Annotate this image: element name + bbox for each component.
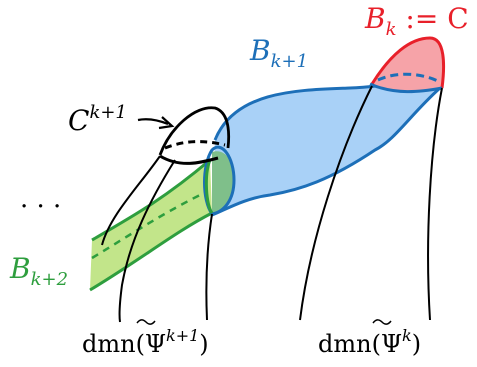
- label-b-k: Bk := C: [364, 2, 469, 40]
- green-tube-fill: [90, 160, 212, 290]
- fiber-right-2: [427, 87, 443, 321]
- blue-cross-section-ellipse: [203, 145, 236, 216]
- set-b-k: [369, 36, 446, 94]
- red-cap-outline: [370, 36, 446, 89]
- black-cap-outline: [158, 106, 231, 156]
- fiber-lines: [101, 85, 443, 323]
- blue-tube-bottom-edge: [211, 86, 442, 217]
- set-c-k-plus-1: [137, 106, 231, 165]
- blue-tube-fill: [212, 83, 440, 216]
- label-b-k-plus-2: Bk+2: [9, 252, 68, 290]
- c-k1-arrowhead: [158, 116, 175, 130]
- label-dmn-psi-k: dmn(Ψk): [318, 326, 421, 358]
- red-cap-base-dashed: [377, 72, 441, 84]
- green-cross-section-ellipse: [204, 159, 214, 214]
- black-cap-dashed: [164, 140, 226, 150]
- fiber-left-1: [101, 155, 161, 246]
- fiber-right-1: [299, 85, 373, 321]
- label-b-k-plus-1: Bk+1: [249, 34, 308, 72]
- label-dmn-psi-k-plus-1: dmn(Ψk+1): [82, 326, 209, 358]
- ellipsis-dots: · · ·: [20, 192, 61, 222]
- tilde-accent-2: [372, 319, 392, 325]
- fiber-left-3: [205, 213, 213, 321]
- tilde-accent-1: [136, 319, 156, 325]
- green-tube-dashed-centerline: [91, 193, 201, 260]
- green-tube-bottom-edge: [89, 211, 213, 292]
- set-b-k-plus-1: [203, 81, 442, 217]
- red-cap-base-solid: [369, 82, 443, 94]
- label-c-k-plus-1: Ck+1: [68, 102, 127, 137]
- c-k1-arrow: [137, 118, 169, 126]
- black-cap-solid-base: [159, 154, 219, 165]
- set-b-k-plus-2: [89, 158, 213, 292]
- fiber-left-2: [118, 159, 176, 323]
- red-cap-fill: [372, 38, 444, 92]
- blue-green-overlap-fill: [212, 151, 234, 214]
